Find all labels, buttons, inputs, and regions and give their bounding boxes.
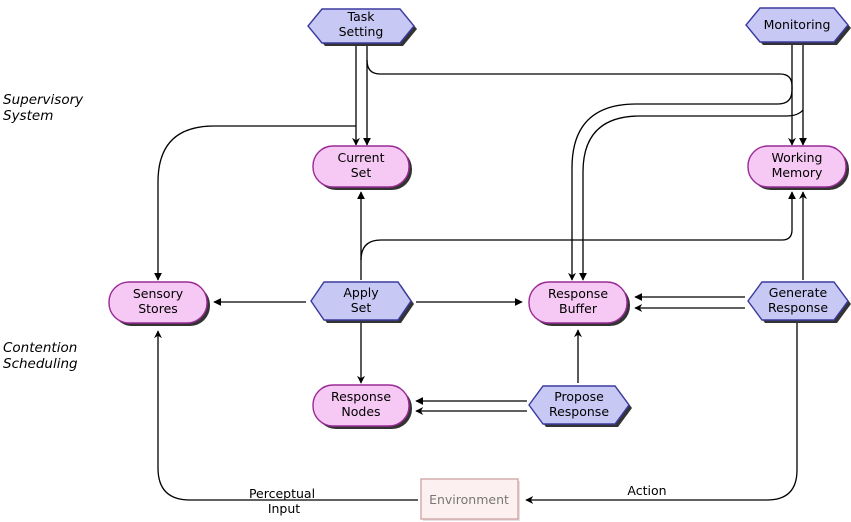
svg-text:Monitoring: Monitoring (764, 17, 831, 32)
edge-environment-to-sensory-stores (154, 330, 418, 501)
edge-monitoring-to-response-buffer-2 (579, 109, 804, 281)
action-label: Action (627, 483, 666, 498)
edge-generate-response-to-environment (525, 322, 798, 504)
perceptual-input-label: Perceptual Input (249, 486, 319, 516)
svg-text:Environment: Environment (429, 492, 509, 507)
edges (154, 44, 807, 504)
supervisory-system-label: Supervisory System (3, 92, 87, 124)
contention-scheduling-label: Contention Scheduling (3, 340, 82, 372)
edge-monitoring-to-response-buffer (568, 44, 793, 281)
node-environment: Environment (420, 478, 520, 521)
node-monitoring: Monitoring (745, 7, 851, 45)
edge-to-sensory-stores (154, 125, 356, 281)
edge-apply-set-to-working-memory (360, 191, 796, 261)
